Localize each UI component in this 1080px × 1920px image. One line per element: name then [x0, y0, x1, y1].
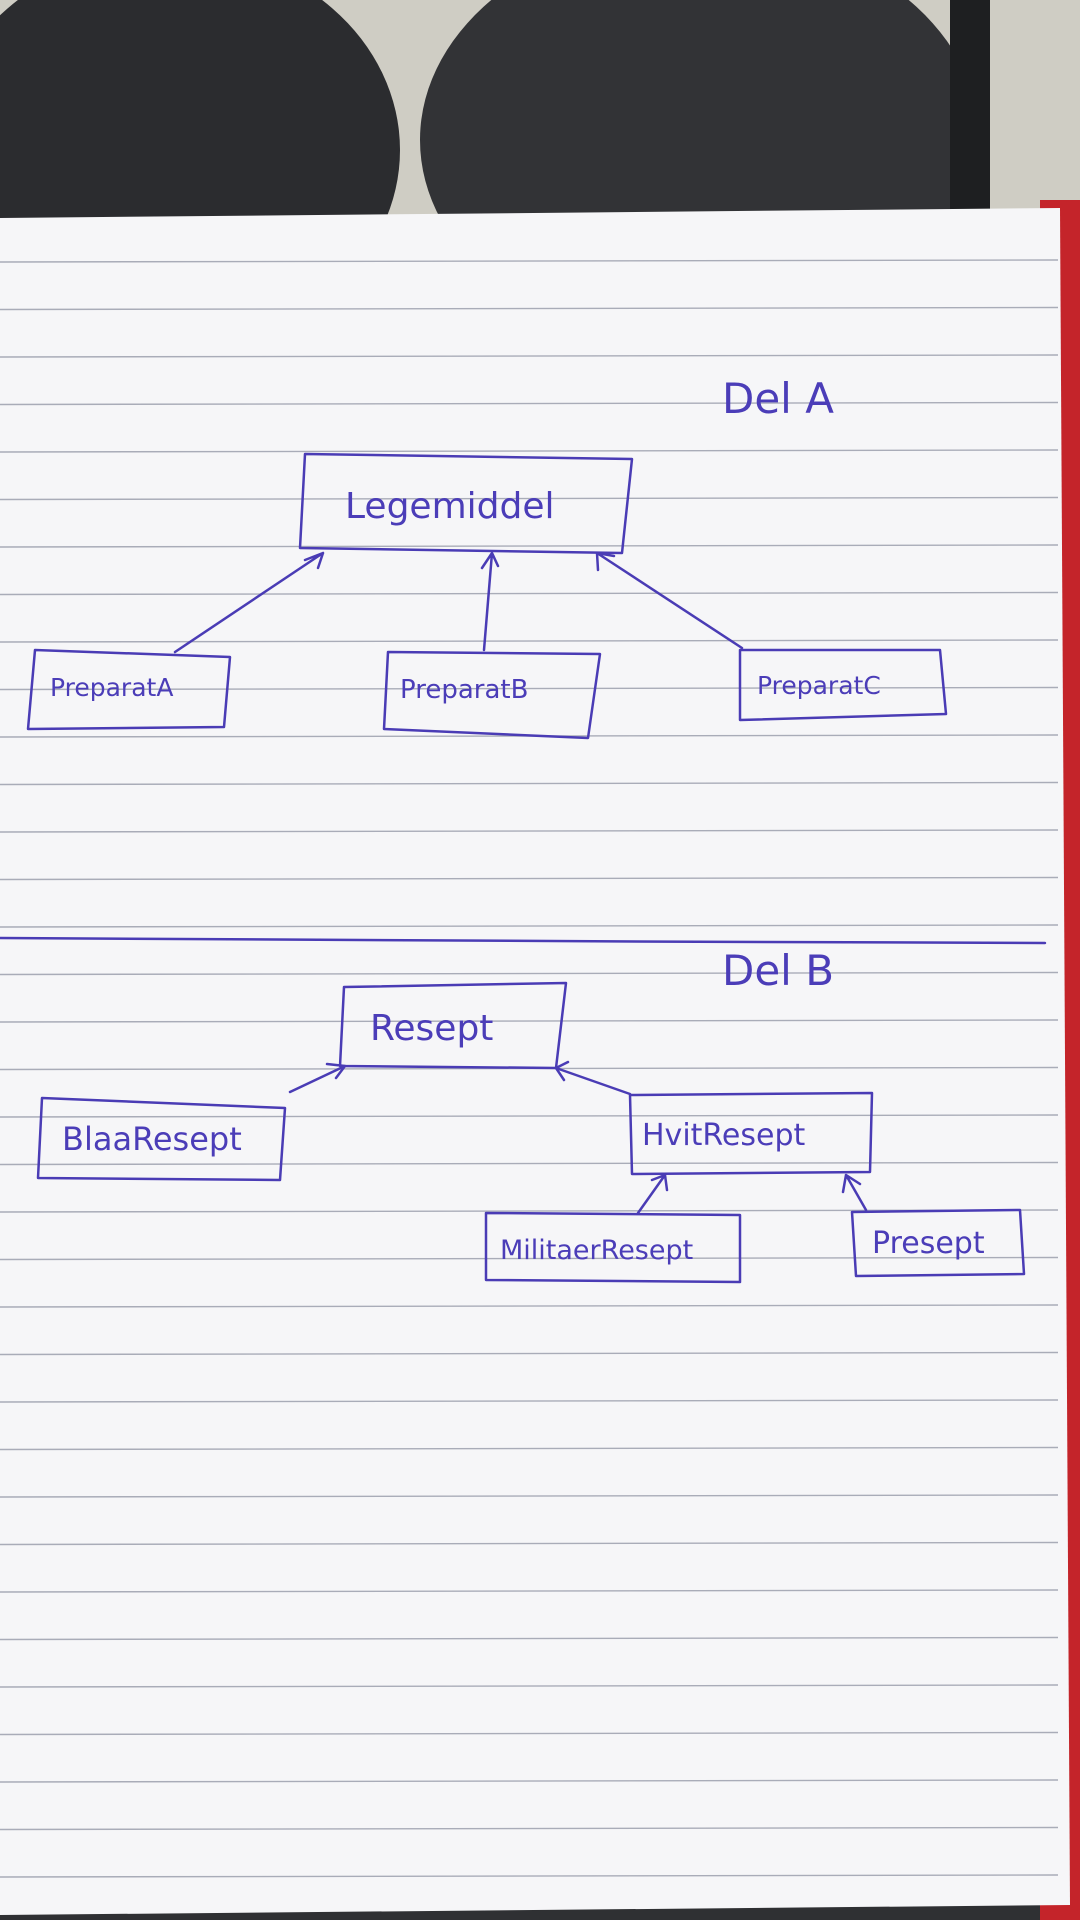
ruled-line	[0, 1399, 1059, 1403]
ruled-line	[0, 1826, 1059, 1831]
ruled-line	[0, 1494, 1059, 1498]
label-resept: Resept	[370, 1008, 493, 1049]
ruled-line	[0, 1209, 1059, 1213]
ruled-line	[0, 1161, 1059, 1166]
ruled-line	[0, 1684, 1059, 1688]
label-preparat-a: PreparatA	[50, 673, 173, 702]
ruled-line	[0, 1779, 1059, 1783]
ruled-line	[0, 306, 1059, 311]
ruled-line	[0, 259, 1059, 263]
ruled-line	[0, 829, 1059, 833]
ruled-line	[0, 924, 1059, 928]
ruled-line	[0, 1589, 1059, 1593]
ruled-line	[0, 354, 1059, 358]
ruled-line	[0, 1636, 1059, 1641]
label-preparat-b: PreparatB	[400, 675, 528, 705]
label-presept: Presept	[872, 1226, 985, 1261]
ruled-line	[0, 1541, 1059, 1546]
ruled-line	[0, 876, 1059, 881]
ruled-line	[0, 686, 1059, 691]
arrows-del-a	[173, 551, 744, 654]
ruled-line	[0, 1351, 1059, 1356]
box-preparat-b	[382, 650, 602, 740]
box-hvit-resept	[628, 1091, 874, 1176]
ruled-line	[0, 449, 1059, 453]
paper-sheet	[0, 208, 1070, 1915]
arrows-del-b	[288, 1060, 868, 1215]
ruled-line	[0, 781, 1059, 786]
background-chair-leg	[950, 0, 990, 240]
heading-del-a: Del A	[722, 374, 834, 423]
ruled-line	[0, 1446, 1059, 1451]
box-legemiddel	[298, 452, 634, 555]
ruled-line	[0, 1304, 1059, 1308]
ruled-line	[0, 639, 1059, 643]
label-hvit-resept: HvitResept	[642, 1118, 805, 1153]
section-divider	[0, 936, 1047, 945]
heading-del-b: Del B	[722, 946, 834, 995]
label-preparat-c: PreparatC	[757, 671, 881, 700]
ruled-line	[0, 1731, 1059, 1736]
ruled-line	[0, 496, 1059, 501]
box-presept	[850, 1208, 1026, 1278]
ruled-line	[0, 544, 1059, 548]
ruled-line	[0, 1874, 1059, 1878]
box-militaer-resept	[484, 1211, 742, 1284]
label-militaer-resept: MilitaerResept	[500, 1235, 693, 1266]
ruled-line	[0, 971, 1059, 976]
ruled-line	[0, 591, 1059, 596]
ruled-line	[0, 1256, 1059, 1261]
box-preparat-a	[26, 648, 232, 731]
box-preparat-c	[738, 648, 948, 722]
ruled-line	[0, 1019, 1059, 1023]
label-legemiddel: Legemiddel	[345, 486, 555, 527]
label-blaa-resept: BlaaResept	[62, 1120, 242, 1158]
ruled-line	[0, 401, 1059, 406]
ruled-line	[0, 1114, 1059, 1118]
box-blaa-resept	[36, 1096, 287, 1182]
